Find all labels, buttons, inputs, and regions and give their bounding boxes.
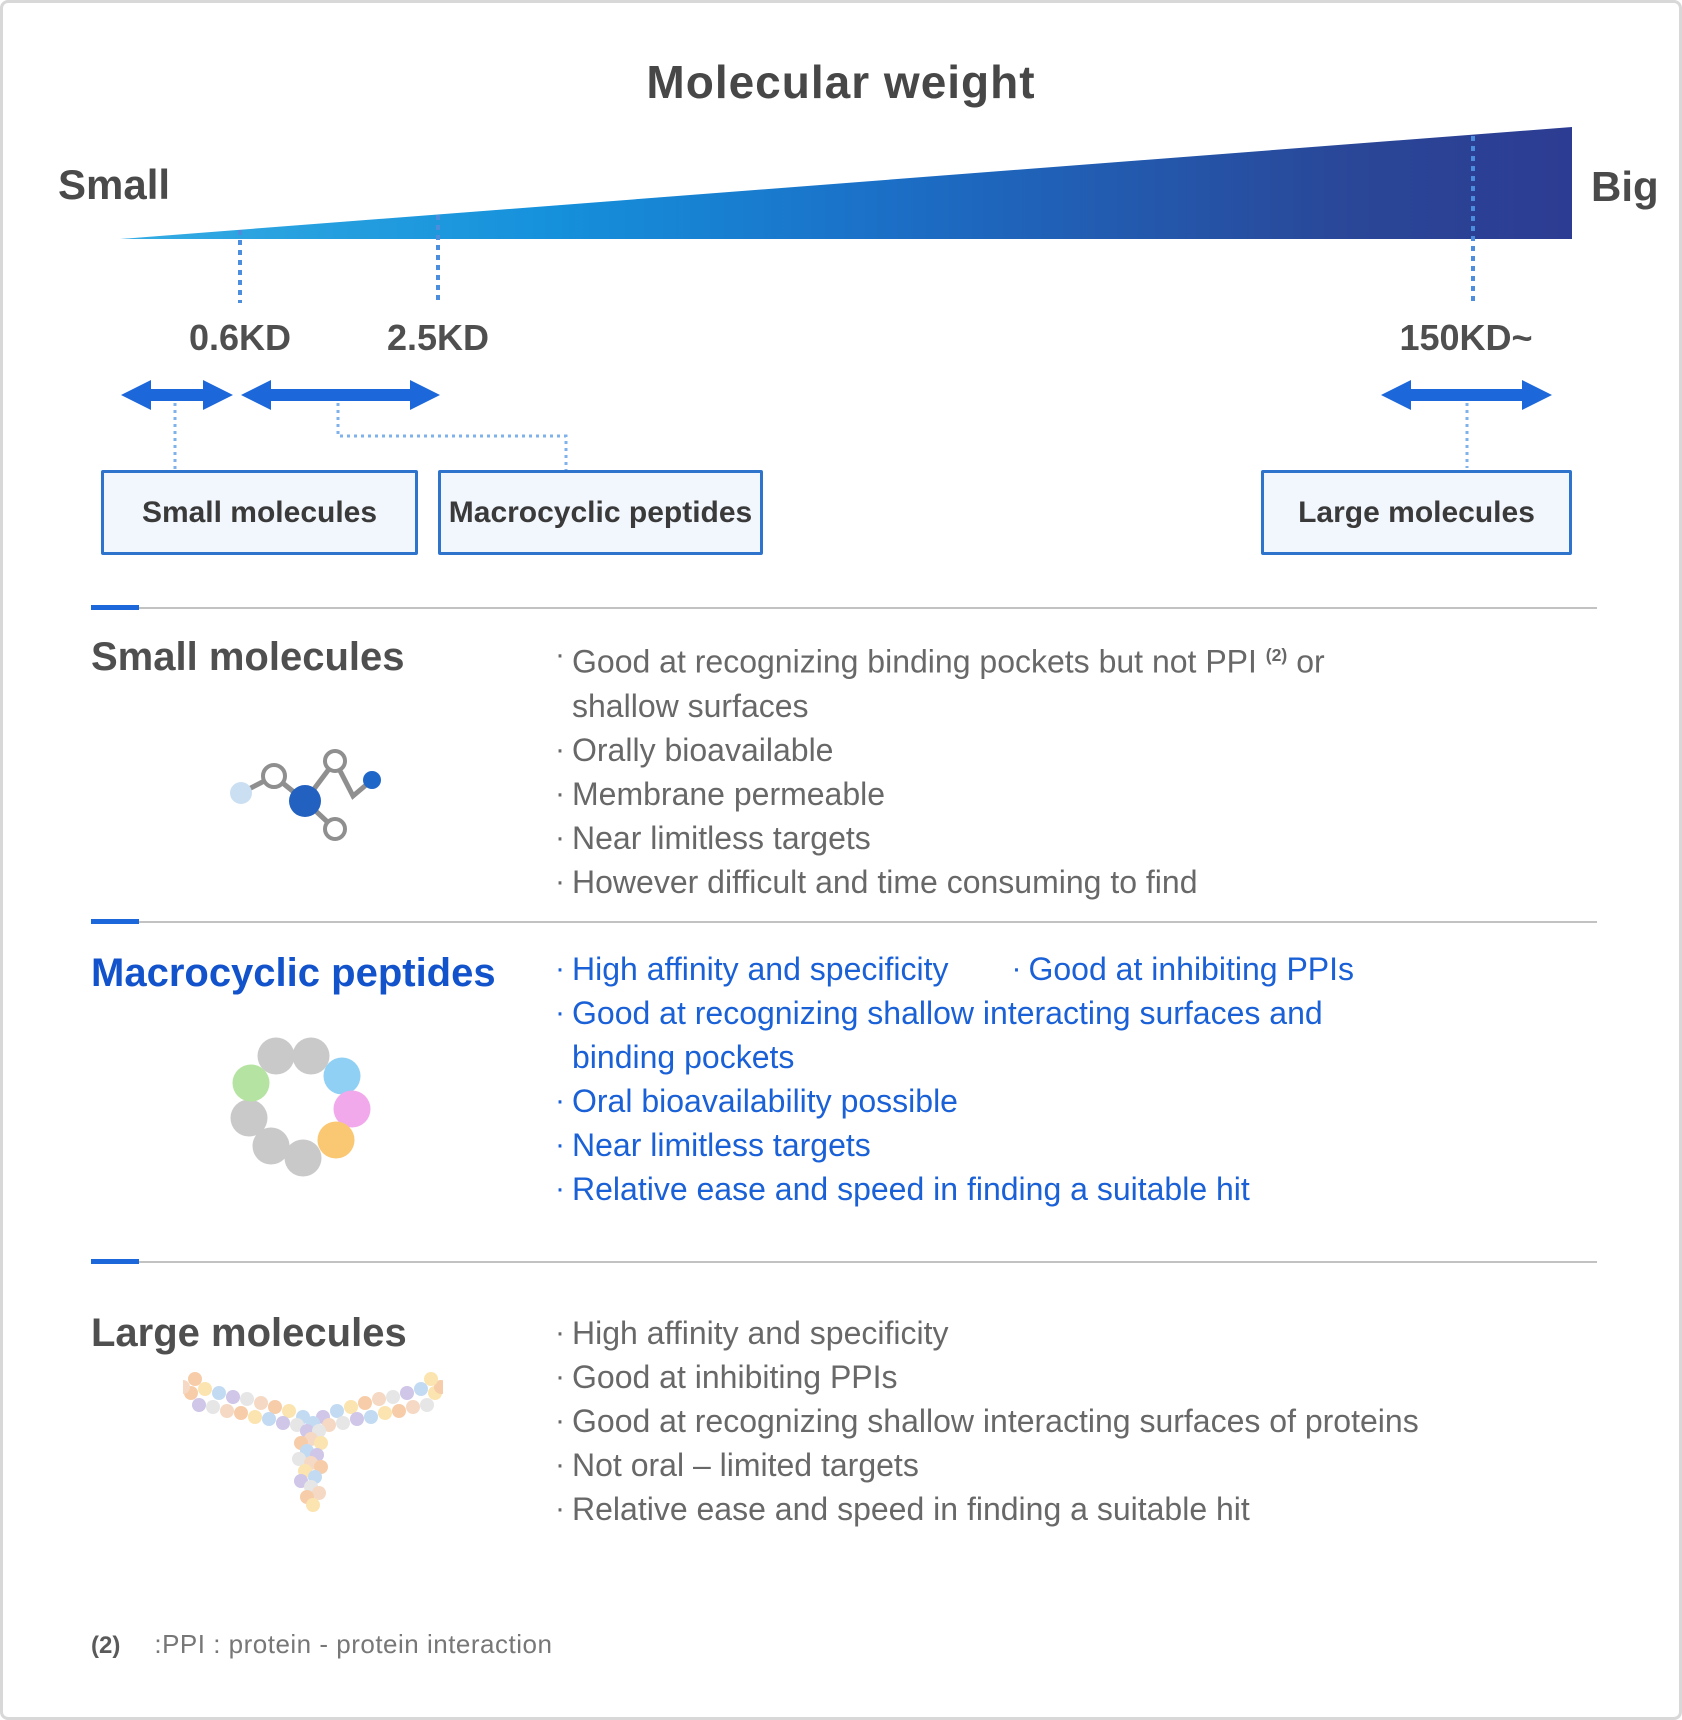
bullet-dot: · bbox=[555, 1492, 565, 1525]
range-arrow-small-molecules bbox=[121, 380, 233, 410]
bullet-item: ·Good at recognizing binding pockets but… bbox=[548, 633, 1325, 728]
bullet-item: ·Membrane permeable bbox=[548, 772, 885, 816]
bullet-dot: · bbox=[555, 1404, 565, 1437]
bullet-text: Good at recognizing binding pockets but … bbox=[572, 643, 1325, 724]
box-small-molecules: Small molecules bbox=[101, 470, 418, 555]
bullet-dot: · bbox=[555, 820, 565, 854]
section-divider bbox=[91, 607, 1597, 609]
axis-label-big: Big bbox=[1591, 163, 1659, 210]
bullet-list: ·Good at recognizing binding pockets but… bbox=[548, 633, 1628, 904]
bullet-row: ·Good at recognizing binding pockets but… bbox=[548, 633, 1628, 728]
bullet-dot: · bbox=[555, 732, 565, 766]
tick-label-0-6kd: 0.6KD bbox=[188, 317, 292, 358]
bullet-row: ·However difficult and time consuming to… bbox=[548, 860, 1628, 904]
footnote: (2) :PPI : protein - protein interaction bbox=[91, 1629, 552, 1660]
bullet-dot: · bbox=[555, 638, 565, 671]
bullet-dot: · bbox=[555, 996, 565, 1029]
bullet-item: ·Near limitless targets bbox=[548, 816, 871, 860]
bullet-dot: · bbox=[555, 1128, 565, 1161]
section-divider-accent bbox=[91, 1259, 139, 1264]
bullet-text: Relative ease and speed in finding a sui… bbox=[572, 1171, 1250, 1207]
bullet-item: ·Not oral – limited targets bbox=[548, 1443, 919, 1487]
bullet-text: Near limitless targets bbox=[572, 1127, 871, 1163]
bullet-text: Not oral – limited targets bbox=[572, 1447, 919, 1483]
bullet-text: High affinity and specificity bbox=[572, 1315, 949, 1351]
bullet-text: Membrane permeable bbox=[572, 775, 886, 812]
bullet-dot: · bbox=[555, 1084, 565, 1117]
bullet-item: ·Near limitless targets bbox=[548, 1123, 871, 1167]
footnote-text: :PPI : protein - protein interaction bbox=[154, 1629, 553, 1659]
bullet-row: ·Orally bioavailable bbox=[548, 728, 1628, 772]
bullet-item: ·Orally bioavailable bbox=[548, 728, 833, 772]
bullet-row: ·Good at inhibiting PPIs bbox=[548, 1355, 1628, 1399]
bullet-item: ·Oral bioavailability possible bbox=[548, 1079, 958, 1123]
footnote-marker: (2) bbox=[91, 1632, 121, 1659]
bullet-text: Oral bioavailability possible bbox=[572, 1083, 958, 1119]
section-divider-accent bbox=[91, 605, 139, 610]
page-title: Molecular weight bbox=[646, 56, 1036, 108]
bullet-text: Good at inhibiting PPIs bbox=[572, 1359, 898, 1395]
bullet-item: ·High affinity and specificity bbox=[548, 1311, 948, 1355]
peptide-ring-icon bbox=[230, 1037, 371, 1177]
tick-label-150kd: 150KD~ bbox=[1399, 317, 1533, 358]
connector-dotted-lines bbox=[173, 403, 1469, 470]
range-arrow-large-molecules bbox=[1381, 380, 1552, 410]
bullet-item: ·Good at recognizing shallow interacting… bbox=[548, 991, 1323, 1079]
bullet-dot: · bbox=[555, 1448, 565, 1481]
bullet-row: ·Relative ease and speed in finding a su… bbox=[548, 1487, 1628, 1531]
bullet-row: ·Near limitless targets bbox=[548, 816, 1628, 860]
bullet-row: ·Good at recognizing shallow interacting… bbox=[548, 991, 1628, 1079]
bullet-text: However difficult and time consuming to … bbox=[572, 863, 1198, 900]
bullet-item: ·High affinity and specificity bbox=[548, 947, 948, 991]
box-large-molecules: Large molecules bbox=[1261, 470, 1572, 555]
bullet-text: Orally bioavailable bbox=[572, 731, 834, 768]
axis-label-small: Small bbox=[58, 161, 171, 208]
bullet-row: ·Oral bioavailability possible bbox=[548, 1079, 1628, 1123]
antibody-icon bbox=[183, 1372, 443, 1512]
bullet-row: ·Membrane permeable bbox=[548, 772, 1628, 816]
molecular-weight-wedge bbox=[120, 127, 1572, 239]
bullet-row: ·Near limitless targets bbox=[548, 1123, 1628, 1167]
bullet-item: ·However difficult and time consuming to… bbox=[548, 860, 1198, 904]
section-divider bbox=[91, 1261, 1597, 1263]
bullet-dot: · bbox=[555, 776, 565, 810]
bullet-row: ·High affinity and specificity bbox=[548, 1311, 1628, 1355]
bullet-text: Good at recognizing shallow interacting … bbox=[572, 1403, 1419, 1439]
bullet-item: ·Good at inhibiting PPIs bbox=[1004, 947, 1354, 991]
bullet-item: ·Relative ease and speed in finding a su… bbox=[548, 1487, 1250, 1531]
bullet-item: ·Good at recognizing shallow interacting… bbox=[548, 1399, 1419, 1443]
bullet-dot: · bbox=[555, 1316, 565, 1349]
section-heading: Large molecules bbox=[91, 1311, 407, 1355]
bullet-item: ·Good at inhibiting PPIs bbox=[548, 1355, 898, 1399]
molecule-icon bbox=[230, 749, 381, 841]
bullet-row: ·High affinity and specificity·Good at i… bbox=[548, 947, 1628, 991]
bullet-row: ·Relative ease and speed in finding a su… bbox=[548, 1167, 1628, 1211]
bullet-text: Good at inhibiting PPIs bbox=[1028, 951, 1355, 987]
bullet-list: ·High affinity and specificity·Good at i… bbox=[548, 947, 1628, 1211]
bullet-text: High affinity and specificity bbox=[572, 951, 949, 987]
section-divider-accent bbox=[91, 919, 139, 924]
bullet-dot: · bbox=[1011, 952, 1022, 985]
bullet-dot: · bbox=[555, 952, 565, 985]
bullet-dot: · bbox=[555, 864, 565, 898]
range-arrow-macrocyclic-peptides bbox=[241, 380, 440, 410]
section-heading: Small molecules bbox=[91, 635, 405, 679]
bullet-text: Relative ease and speed in finding a sui… bbox=[572, 1491, 1250, 1527]
bullet-item: ·Relative ease and speed in finding a su… bbox=[548, 1167, 1250, 1211]
bullet-text: Near limitless targets bbox=[572, 819, 871, 856]
bullet-row: ·Good at recognizing shallow interacting… bbox=[548, 1399, 1628, 1443]
tick-label-2-5kd: 2.5KD bbox=[386, 317, 490, 358]
bullet-dot: · bbox=[555, 1360, 565, 1393]
section-heading: Macrocyclic peptides bbox=[91, 951, 496, 995]
bullet-dot: · bbox=[555, 1172, 565, 1205]
bullet-text: Good at recognizing shallow interacting … bbox=[572, 995, 1323, 1075]
bullet-row: ·Not oral – limited targets bbox=[548, 1443, 1628, 1487]
box-macrocyclic-peptides: Macrocyclic peptides bbox=[438, 470, 763, 555]
section-divider bbox=[91, 921, 1597, 923]
bullet-list: ·High affinity and specificity·Good at i… bbox=[548, 1311, 1628, 1531]
tick-dashed-lines bbox=[238, 136, 1475, 303]
